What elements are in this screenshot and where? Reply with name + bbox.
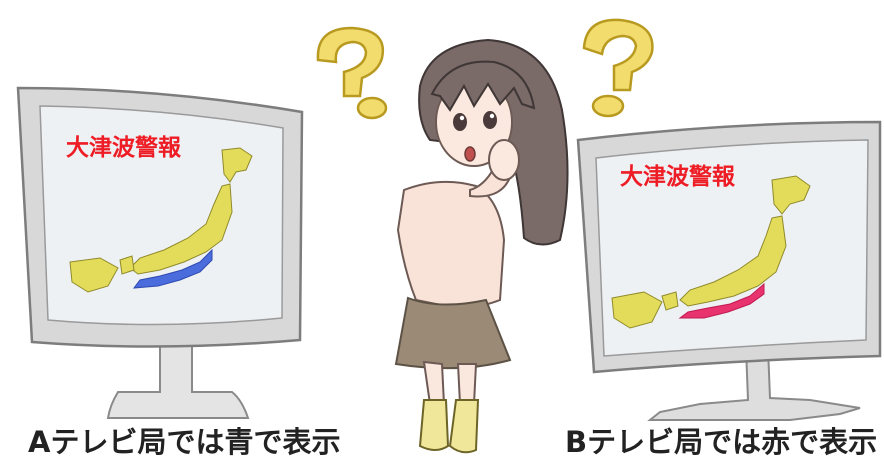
tv-b [576,120,882,421]
coast-highlight-blue [132,248,213,289]
tv-b-caption: Bテレビ局では赤で表示 [565,425,878,459]
girl-character [394,38,569,454]
tv-a-stand [106,339,250,419]
tv-a-caption: Aテレビ局では青で表示 [28,425,341,459]
coast-highlight-red [678,282,765,319]
question-mark-icon [582,18,654,118]
japan-map-b [611,175,811,329]
tv-b-warning-title: 大津波警報 [620,164,735,190]
question-mark-icon [316,26,388,120]
japan-map-a [69,147,253,293]
tv-a-warning-title: 大津波警報 [66,135,181,161]
tv-a [16,86,304,419]
tv-b-stand [647,347,861,421]
